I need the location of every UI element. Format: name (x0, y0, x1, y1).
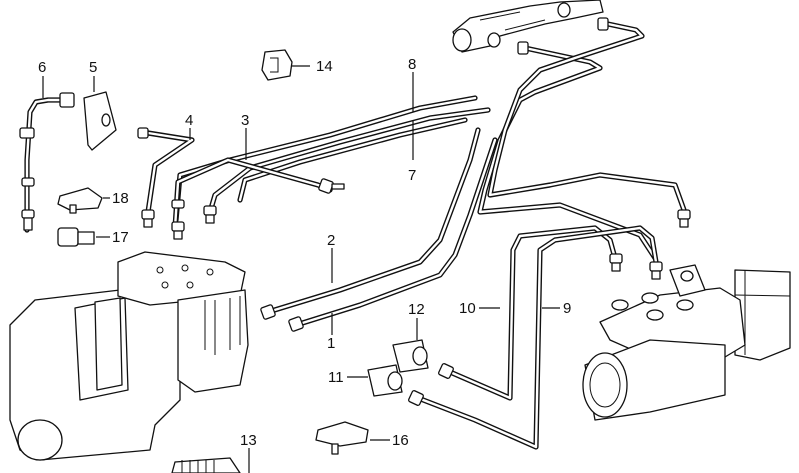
clip-17 (57, 227, 95, 247)
fittings (137, 17, 691, 406)
callout-6: 6 (38, 59, 46, 76)
callout-4: 4 (185, 112, 193, 129)
callout-10: 10 (459, 300, 476, 317)
callout-9: 9 (563, 300, 571, 317)
callout-3: 3 (241, 112, 249, 129)
callout-17: 17 (112, 229, 129, 246)
callout-13: 13 (240, 432, 257, 449)
callout-12: 12 (408, 301, 425, 318)
brake-pipes (145, 21, 687, 450)
callout-18: 18 (112, 190, 129, 207)
abs-hydraulic-unit-left (9, 251, 249, 461)
callout-labels: 6 5 4 3 14 8 7 18 17 2 1 12 11 10 9 16 1… (38, 56, 571, 449)
callout-14: 14 (316, 58, 333, 75)
leader-lines (42, 65, 560, 473)
callout-2: 2 (327, 232, 335, 249)
abs-hydraulic-unit-right (582, 264, 791, 421)
brake-hose (19, 92, 75, 233)
pipe-holder-13 (171, 457, 241, 473)
callout-1: 1 (327, 335, 335, 352)
pipe-clip-18 (57, 187, 103, 214)
bracket (83, 91, 117, 151)
master-cylinder (452, 0, 604, 53)
pipe-connector-12 (392, 339, 429, 373)
callout-8: 8 (408, 56, 416, 73)
pipe-clip-16 (315, 421, 369, 455)
callout-5: 5 (89, 59, 97, 76)
pipe-connector-11 (367, 364, 403, 397)
callout-7: 7 (408, 167, 416, 184)
callout-11: 11 (328, 369, 344, 386)
clip (261, 49, 293, 81)
callout-16: 16 (392, 432, 409, 449)
